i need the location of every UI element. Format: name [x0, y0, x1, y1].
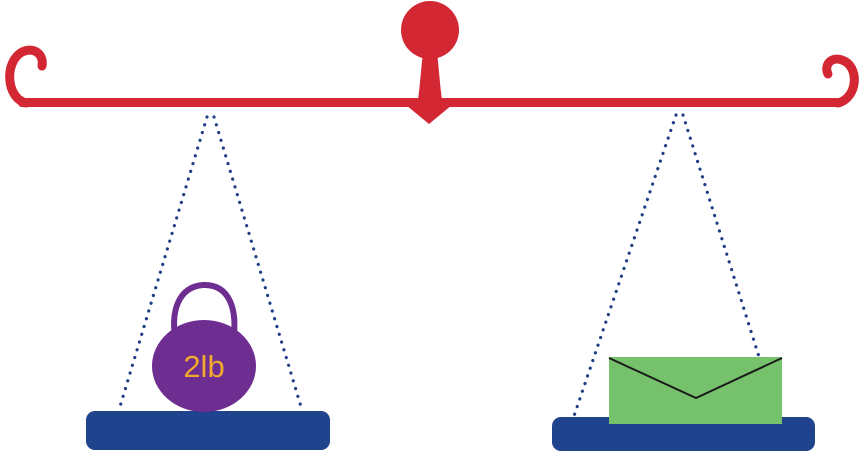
kettlebell-body	[152, 320, 256, 412]
kettlebell-weight-icon: 2lb	[152, 281, 256, 412]
beam-right-curl	[822, 54, 859, 108]
beam-left-curl	[5, 45, 47, 108]
pivot-knob	[401, 1, 459, 59]
left-string-a	[117, 115, 209, 412]
right-pan	[552, 417, 815, 451]
envelope-icon	[608, 357, 783, 424]
left-pan	[86, 411, 330, 450]
pivot-post	[418, 52, 442, 100]
right-strings	[572, 113, 762, 418]
envelope-body	[609, 357, 782, 424]
right-string-b	[681, 113, 762, 362]
left-string-b	[212, 115, 304, 412]
envelope-flap	[608, 357, 783, 400]
kettlebell-handle	[171, 281, 238, 343]
beam-pointer	[406, 105, 452, 124]
scale-beam	[5, 1, 859, 124]
beam-bar	[18, 98, 844, 107]
weight-label: 2lb	[183, 349, 224, 384]
left-strings	[117, 115, 304, 412]
